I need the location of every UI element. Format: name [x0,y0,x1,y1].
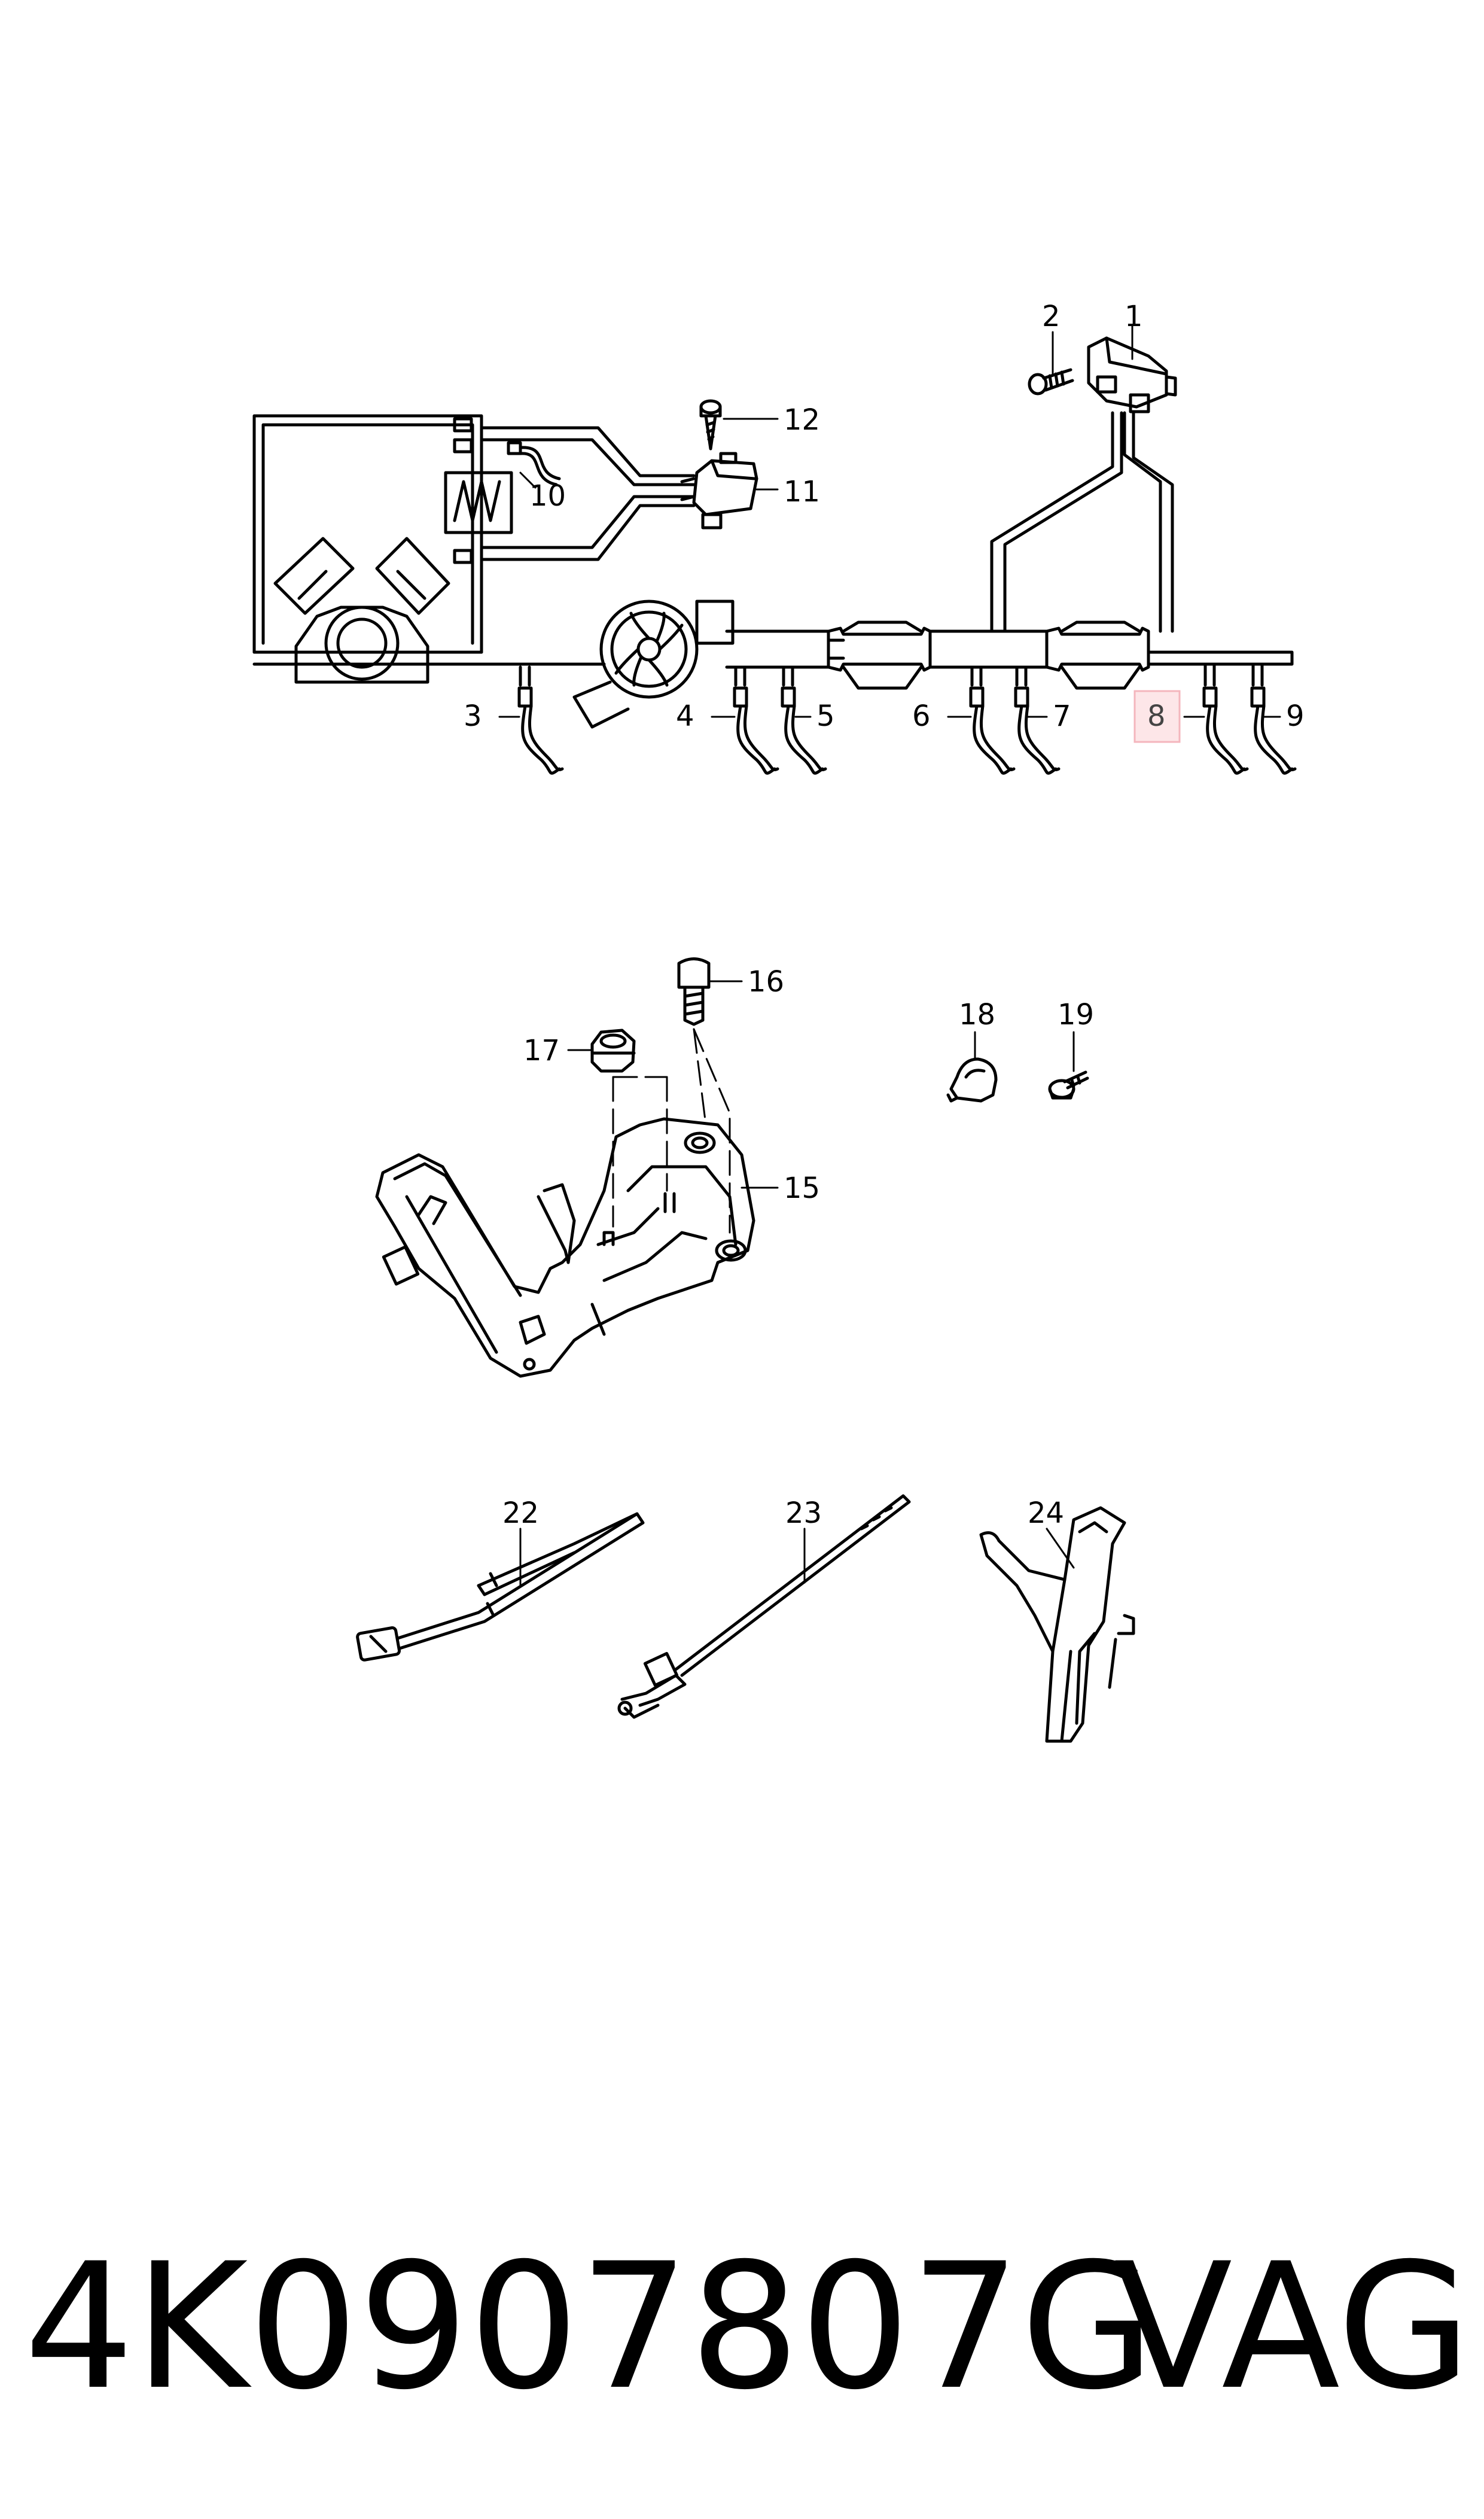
pipe-taps [519,662,1264,687]
leader-lines-section-3 [519,1528,1075,1587]
bolt-item-2 [1028,368,1074,396]
brand-name: VAG [1114,2226,1471,2428]
sensor-cable-group [517,686,1297,775]
callout-3[interactable]: 3 [464,699,482,733]
callout-24[interactable]: 24 [1028,1496,1064,1530]
callout-1[interactable]: 1 [1125,300,1143,333]
sensor-cable-8 [1202,686,1249,775]
mounting-dash-lines [612,1028,731,1234]
callout-labels: 1 2 3 4 5 6 7 8 9 10 11 12 15 16 17 18 1… [464,300,1305,1530]
engine-block [252,414,513,684]
leader-lines-section-2 [567,980,1075,1189]
turbocharger [525,600,735,729]
callout-16[interactable]: 16 [748,965,784,999]
callout-23[interactable]: 23 [785,1496,822,1530]
callout-5[interactable]: 5 [816,699,835,733]
valve-item-11 [680,452,758,530]
bolt-item-12 [699,399,722,451]
callout-22[interactable]: 22 [502,1496,539,1530]
sensor-item-1 [1087,336,1177,413]
callout-8[interactable]: 8 [1147,699,1166,733]
exhaust-pipe [252,620,1294,690]
pressure-lines-upper [480,426,696,561]
callout-2[interactable]: 2 [1042,300,1061,333]
sensor-lines [990,411,1174,633]
callout-11[interactable]: 11 [784,475,820,509]
sensor-cable-7 [1014,686,1061,775]
highlight-box-8 [1133,690,1181,743]
callout-4[interactable]: 4 [676,699,694,733]
bracket-item-15 [375,1117,755,1378]
clip-item-18 [946,1057,998,1103]
callout-12[interactable]: 12 [784,403,820,437]
callout-19[interactable]: 19 [1058,998,1094,1032]
sensor-cable-5 [781,686,827,775]
holder-item-24 [979,1506,1135,1743]
screw-item-19 [1048,1070,1089,1100]
sensor-cable-4 [733,686,779,775]
cable-tie-item-22 [356,1512,645,1662]
cable-item-10 [507,441,561,486]
nut-item-17 [590,1029,636,1073]
sensor-cable-3 [517,686,564,775]
callout-17[interactable]: 17 [523,1034,560,1067]
part-number: 4K0907807G [24,2226,1155,2428]
callout-10[interactable]: 10 [529,479,566,513]
callout-6[interactable]: 6 [912,699,931,733]
bolt-item-16 [677,957,711,1026]
callout-15[interactable]: 15 [784,1172,820,1205]
leader-lines-section-1 [498,325,1281,718]
sensor-cable-6 [969,686,1016,775]
footer: 4K0907807G VAG [24,2226,1471,2429]
callout-7[interactable]: 7 [1053,699,1071,733]
cable-tie-item-23 [617,1494,911,1719]
callout-9[interactable]: 9 [1286,699,1305,733]
sensor-cable-9 [1250,686,1297,775]
callout-18[interactable]: 18 [959,998,995,1032]
